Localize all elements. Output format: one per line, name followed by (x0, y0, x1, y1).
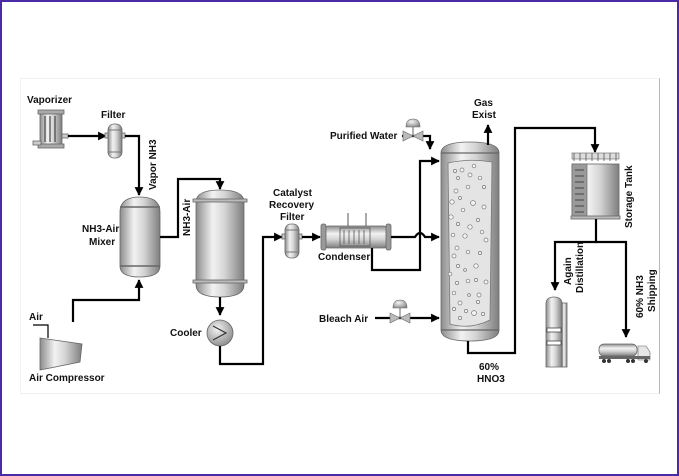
distillation-column[interactable] (545, 296, 568, 368)
hno3-label-line2: HNO3 (477, 374, 505, 385)
pipe-mixer-reactor (160, 177, 225, 239)
vaporizer-label: Vaporizer (27, 95, 72, 106)
catalyst-label-line1: Catalyst (273, 188, 313, 199)
catalyst-recovery-filter[interactable] (281, 223, 303, 259)
condenser-label: Condenser (318, 252, 370, 263)
shipping-label-line1: 60% NH3 (635, 275, 646, 318)
filter[interactable] (104, 123, 126, 159)
pipe-condenser-column-top (370, 156, 440, 272)
column-bubbles (447, 163, 489, 320)
purified-water-valve[interactable] (402, 118, 424, 142)
absorption-column[interactable] (440, 141, 500, 342)
gas-label-line2: Exist (472, 110, 497, 121)
storage-tank[interactable] (570, 152, 621, 220)
pipe-cooler-catalyst (218, 232, 283, 366)
diagram-panel (20, 78, 660, 394)
condenser[interactable] (320, 213, 392, 251)
mixer-label-line1: NH3-Air (82, 224, 119, 235)
vapor-nh3-label: Vapor NH3 (148, 139, 159, 190)
bleach-air-label: Bleach Air (319, 314, 368, 325)
pipe-compressor-mixer (71, 279, 144, 322)
pipe-storage-distillation (550, 219, 598, 291)
mixer-label-line2: Mixer (89, 237, 115, 248)
cooler-label: Cooler (170, 328, 202, 339)
pipe-condenser-column (391, 231, 440, 242)
nh3-air-label: NH3-Air (182, 199, 193, 236)
cooler[interactable] (206, 319, 234, 347)
nh3-air-mixer[interactable] (119, 196, 161, 278)
pipe-storage-shipping (596, 240, 631, 338)
gas-label-line1: Gas (474, 98, 493, 109)
catalyst-label-line2: Recovery (269, 200, 314, 211)
air-label: Air (29, 312, 43, 323)
air-compressor[interactable] (39, 337, 83, 371)
pipe-air-inlet (33, 324, 49, 338)
again-label-line2: Distillation (575, 242, 586, 293)
reactor-vessel[interactable] (192, 189, 248, 298)
pipe-filter-mixer (125, 134, 144, 196)
pipe-column-storage (466, 126, 600, 355)
air-compressor-label: Air Compressor (29, 373, 105, 384)
hno3-label-line1: 60% (479, 362, 499, 373)
filter-label: Filter (101, 110, 126, 121)
vaporizer[interactable] (32, 109, 69, 149)
again-label-line1: Again (563, 257, 574, 285)
catalyst-label-line3: Filter (280, 212, 305, 223)
shipping-label-line2: Shipping (647, 269, 658, 312)
tanker-truck[interactable] (598, 343, 651, 363)
purified-water-label: Purified Water (330, 131, 398, 142)
bleach-air-valve[interactable] (389, 299, 411, 324)
storage-tank-label: Storage Tank (624, 165, 635, 228)
